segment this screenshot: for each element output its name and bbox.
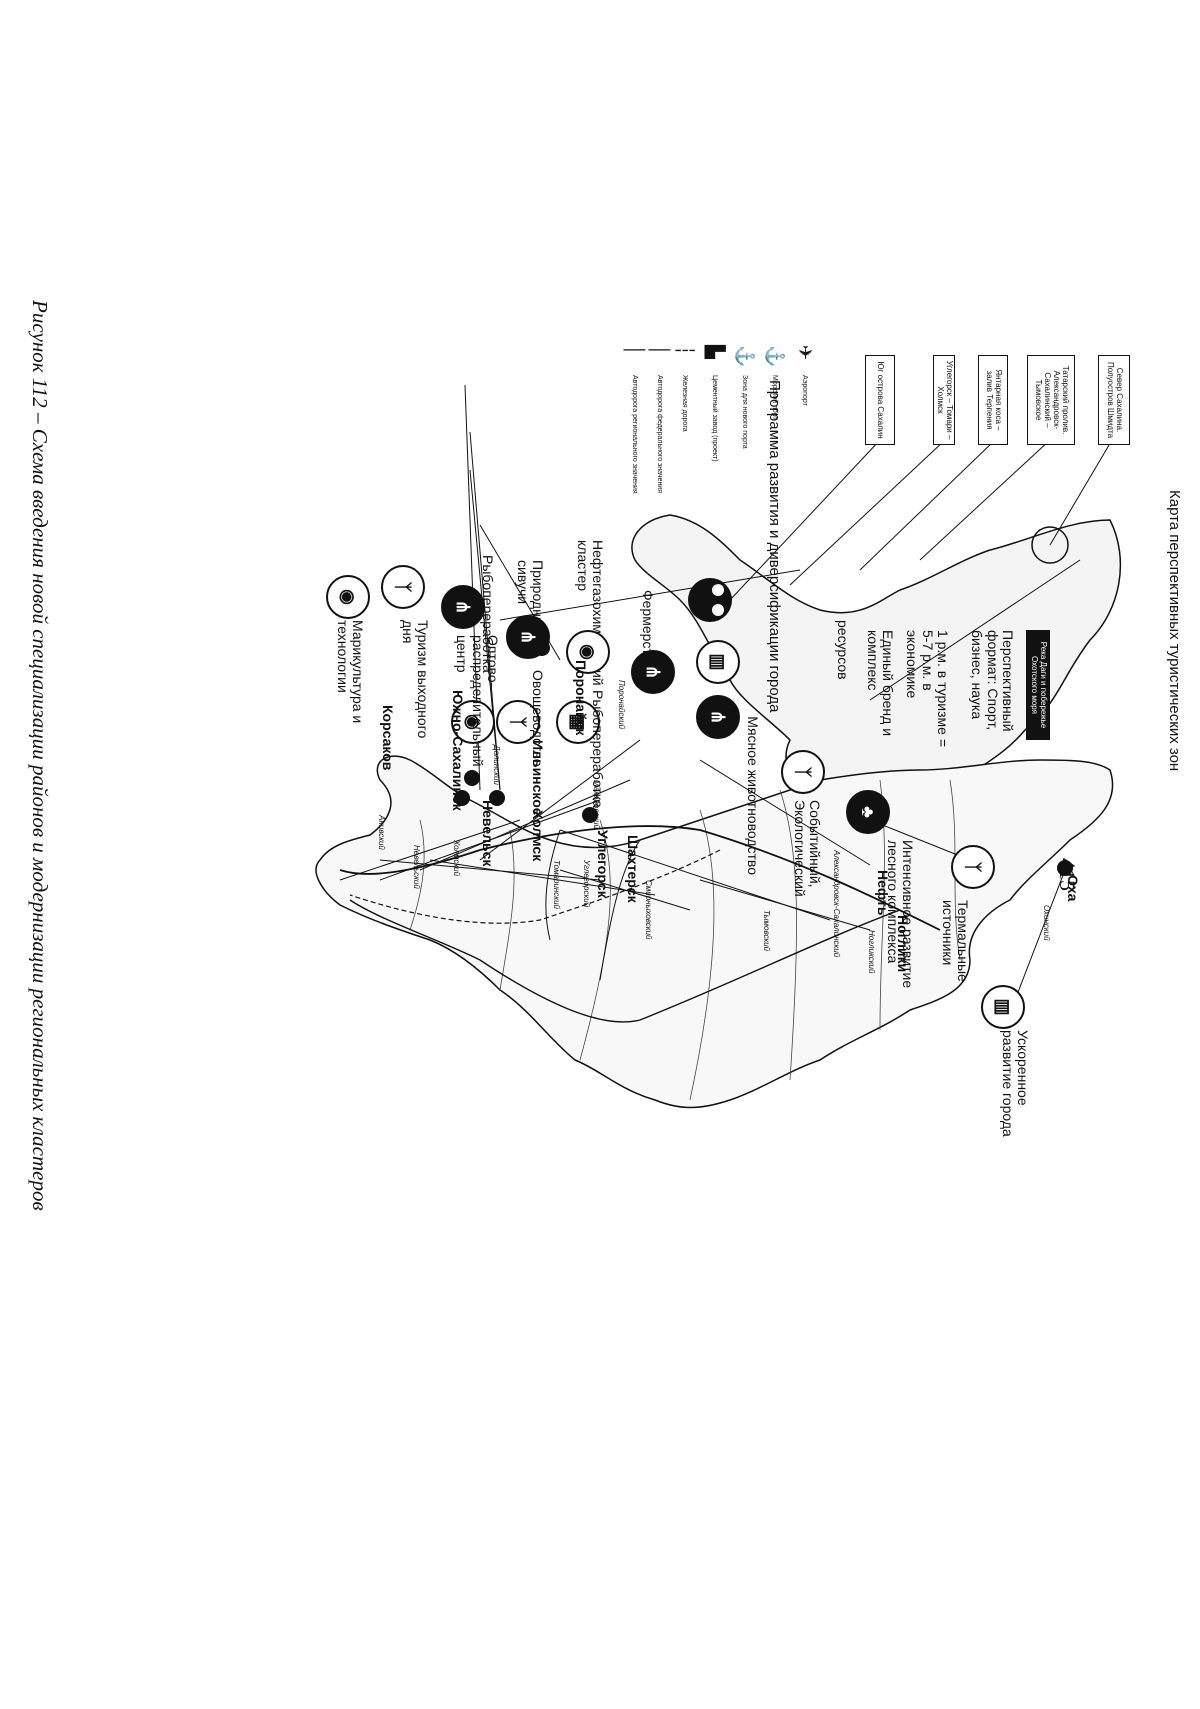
brand-label: Единый бренд и комплекс xyxy=(864,630,896,737)
fish-icon-mariculture: ◉ xyxy=(326,575,370,619)
district-makarovsky: Макаровский xyxy=(592,780,601,830)
road-icon-regional: │ xyxy=(625,345,645,357)
tree-icon-forest: ♣ xyxy=(846,790,890,834)
legend-railway: Железная дорога xyxy=(681,375,688,432)
person-icon-weekend: ᛉ xyxy=(381,565,425,609)
zone-box-tatar: Татарский пролив. Александровск-Сахалинс… xyxy=(1027,355,1075,445)
anchor-icon: ⚓ xyxy=(765,345,785,368)
figure-caption: Рисунок 112 – Схема введения новой специ… xyxy=(28,300,52,1211)
city-neft: Нефть xyxy=(875,870,891,916)
city-nogliki: Ноглики xyxy=(895,915,911,973)
road-icon-federal: │ xyxy=(650,345,670,357)
tourist-map-title: Карта перспективных туристических зон xyxy=(1166,490,1183,772)
district-tomarinsky: Томаринский xyxy=(552,860,561,909)
person-icon-thermal: ᛉ xyxy=(951,845,995,889)
city-shakhtersk: Шахтерск xyxy=(625,835,641,903)
zone-circle-north xyxy=(1031,526,1069,564)
legend-seaport: Морской порт xyxy=(771,375,778,420)
city-ilyinskoe: Ильинское xyxy=(530,740,546,816)
city-poronaysk: Поронайск xyxy=(573,660,589,736)
district-anivsky: Анивский xyxy=(377,815,386,850)
wholesale-icon: ⋔ xyxy=(441,585,485,629)
district-aleksandrovsk: Александровск-Сахалинский xyxy=(832,850,841,958)
district-okhinsky: Охинский xyxy=(1042,905,1051,941)
legend-airport: Аэропорт xyxy=(801,375,808,406)
zone-box-south: Юг острова Сахалин xyxy=(865,355,895,445)
district-dolinsky: Долинский xyxy=(492,745,501,785)
perspective-format-label: Перспективный формат: Спорт, бизнес, нау… xyxy=(969,630,1016,732)
zone-box-uglegorsk: Углегорск – Томари – Холмск xyxy=(933,355,955,445)
city-nevelsk: Невельск xyxy=(480,800,496,867)
district-kholmsky: Холмский xyxy=(452,840,461,877)
zone-box-amber: Янтарная коса – залив Терпения xyxy=(978,355,1008,445)
legend-federal-road: Автодорога федерального значения xyxy=(656,375,663,494)
cluster-meat-label: Мясное животноводство xyxy=(745,716,761,875)
person-icon-event: ᛉ xyxy=(781,750,825,794)
resources-label: ресурсов xyxy=(835,620,851,680)
building-icon-accelerated: ▥ xyxy=(981,985,1025,1029)
railway-icon: ┆ xyxy=(675,345,695,358)
district-poronaysky: Поронайский xyxy=(617,680,626,730)
legend-cement: Цементный завод (проект) xyxy=(711,375,718,462)
city-yuzhno: Южно-Сахалинск xyxy=(450,690,466,811)
airplane-icon: ✈ xyxy=(795,345,815,361)
anchor-icon-new: ⚓ xyxy=(735,345,755,368)
building-icon-program: ▥ xyxy=(696,640,740,684)
zone-box-north: Север Сахалина. Полуостров Шмидта xyxy=(1098,355,1130,445)
district-uglegorsky: Углегорский xyxy=(582,860,591,908)
main-island-outline xyxy=(315,755,1114,1109)
district-nevelsky: Невельский xyxy=(412,845,421,889)
city-uglegorsk: Углегорск xyxy=(595,830,611,898)
factory-icon: ▙ xyxy=(705,345,725,359)
cluster-thermal-label: Термальные источники xyxy=(939,900,971,982)
district-smirnykhovsky: Смирныховский xyxy=(644,880,653,940)
city-dot-okha xyxy=(1057,860,1073,876)
farming-icon: ⋔ xyxy=(631,650,675,694)
city-korsakov: Корсаков xyxy=(380,705,396,771)
cluster-event-label: Событийный, Экологический xyxy=(791,800,823,897)
tourism-ratio-label: 1 р.м. в туризме = 5-7 р.м. в экономике xyxy=(904,630,951,747)
city-okha: Оха xyxy=(1065,875,1081,902)
district-tymovsky: Тымовский xyxy=(762,910,771,952)
cluster-mariculture-label: Марикультура и технологии xyxy=(334,620,366,724)
legend-new-port: Зона для нового порта xyxy=(741,375,748,449)
program-title: Программа развития и диверсификации горо… xyxy=(766,380,783,713)
meat-icon: ⋔ xyxy=(696,695,740,739)
city-dot-nevelsk xyxy=(464,770,480,786)
city-kholmsk: Холмск xyxy=(530,810,546,862)
city-dot-poronaysk xyxy=(534,640,550,656)
cluster-accelerated-label: Ускоренное развитие города xyxy=(999,1030,1031,1137)
district-noglikski: Ногликский xyxy=(867,930,876,974)
legend-regional-road: Автодорога регионального значения xyxy=(631,375,638,494)
cluster-weekend-label: Туризм выходного дня xyxy=(399,620,431,739)
dagi-box: Река Даги и побережье Охотского моря xyxy=(1026,630,1050,740)
